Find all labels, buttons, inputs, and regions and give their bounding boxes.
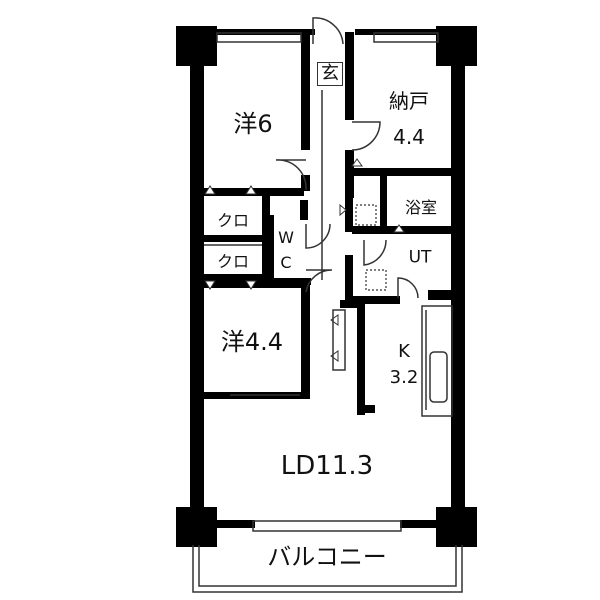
room-label-western-4-4: 洋4.4 — [220, 328, 284, 356]
partitions — [204, 90, 453, 417]
room-label-storage-size: 4.4 — [393, 125, 425, 149]
wall-wc-left — [267, 215, 274, 280]
door-western6 — [275, 159, 307, 191]
closet-mark-8 — [330, 350, 339, 362]
wall-entrance-right — [345, 32, 354, 92]
closet-mark-6 — [393, 224, 405, 233]
wall-top-left — [215, 29, 315, 35]
column-bottom-right — [436, 507, 477, 547]
room-label-kitchen-size: 3.2 — [389, 367, 419, 388]
window-storage — [373, 32, 439, 43]
wall-kitchen-left-small — [340, 300, 362, 308]
balcony-rail-inner — [198, 545, 457, 587]
wall-closet-right — [262, 196, 270, 286]
kitchen-counter — [421, 305, 453, 417]
wall-storage-bottom — [345, 168, 453, 176]
room-label-wc-w: W — [278, 228, 294, 247]
wall-kitchen-bottom — [357, 405, 375, 413]
wall-closet-lower-bottom — [204, 274, 268, 281]
room-label-closet-lower: クロ — [216, 252, 250, 271]
kitchen-sink — [429, 351, 448, 403]
door-western44 — [305, 269, 333, 293]
closet-mark-2 — [245, 185, 257, 195]
window-western6 — [216, 32, 302, 43]
fixtures — [355, 204, 387, 291]
room-label-western-6: 洋6 — [233, 110, 273, 138]
closet-mark-5 — [351, 158, 363, 167]
door-wc — [305, 223, 331, 249]
wall-right — [451, 64, 465, 510]
wall-utility-bottom — [345, 296, 400, 304]
door-storage — [351, 121, 381, 151]
wall-western44-top — [204, 281, 306, 288]
room-label-bath: 浴室 — [404, 198, 438, 217]
door-utility — [363, 239, 387, 266]
column-top-right — [436, 26, 477, 66]
room-label-kitchen: K — [398, 341, 410, 362]
wall-utility-bottom-right — [428, 290, 455, 300]
fixture-washing-machine — [365, 269, 387, 291]
column-bottom-left — [176, 507, 217, 547]
windows — [216, 32, 439, 532]
closet-mark-1 — [204, 185, 216, 195]
wall-bath-bottom — [352, 226, 455, 234]
room-label-wc-c: C — [280, 253, 292, 272]
wall-kitchen-left — [357, 300, 365, 415]
room-label-balcony: バルコニー — [267, 543, 387, 571]
room-label-utility: UT — [408, 247, 432, 268]
doors — [275, 17, 419, 299]
closet-mark-3 — [204, 280, 216, 290]
room-label-storage: 納戸 — [389, 89, 429, 113]
wall-storage-left — [345, 90, 354, 120]
balcony-outline — [192, 545, 463, 593]
wall-closet-upper-bottom — [204, 235, 264, 242]
wall-utility-left — [345, 255, 353, 303]
wall-hall-right — [345, 196, 353, 232]
closet-mark-7 — [330, 314, 339, 326]
column-top-left — [176, 26, 217, 66]
wall-left — [190, 64, 204, 510]
shelf-western44 — [332, 309, 346, 371]
wall-bottom-left — [215, 520, 255, 528]
window-ld — [252, 520, 402, 532]
closet-mark-9 — [339, 203, 347, 217]
wall-bath-left — [380, 176, 387, 226]
wall-western44-right — [301, 283, 310, 393]
room-label-entrance: 玄 — [317, 62, 343, 86]
wall-wc-right — [300, 200, 308, 220]
wall-top-right — [355, 29, 440, 35]
room-label-living-dining: LD11.3 — [280, 451, 374, 481]
door-bath — [397, 277, 419, 299]
balcony-rail-outer — [192, 545, 463, 593]
closet-marks — [204, 158, 405, 362]
closet-mark-4 — [245, 280, 257, 290]
door-entrance — [312, 17, 344, 45]
wall-bottom-right — [400, 520, 440, 528]
room-label-closet-upper: クロ — [216, 211, 250, 230]
wall-western6-right — [301, 32, 310, 150]
fixture-laundry-pan — [355, 204, 377, 226]
